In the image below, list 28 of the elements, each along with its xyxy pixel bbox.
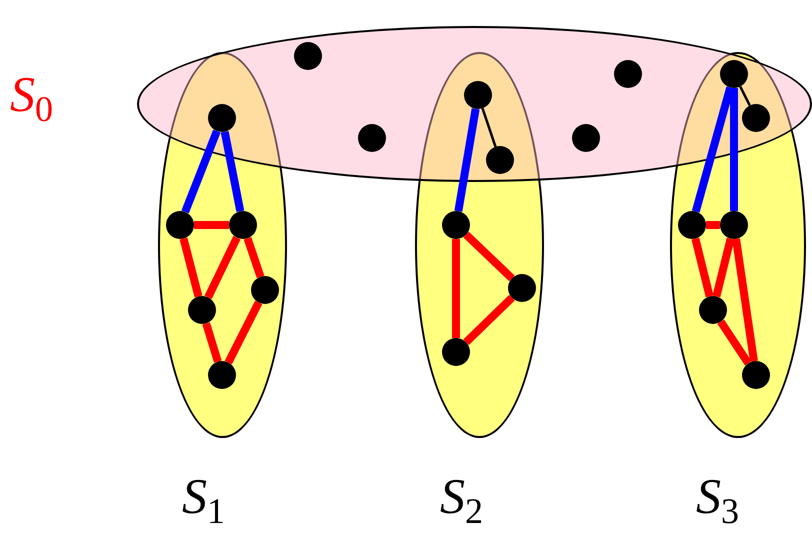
set-label: S$_{3}$ [696,467,739,526]
graph-edge [452,239,460,338]
graph-edge [181,130,221,214]
graph-edge [739,86,751,106]
graph-edge [224,300,262,364]
graph-edge [712,238,735,298]
vertex-dot [572,124,600,152]
graph-edge [454,108,480,212]
graph-edge [204,236,241,300]
graph-edge [194,221,229,229]
graph-edge [732,238,758,362]
graph-edge [706,221,720,229]
graph-edge [463,294,515,346]
vertex-dot [294,42,322,70]
graph-edge [730,88,738,211]
graph-edge [691,238,714,298]
set-label: S$_{2}$ [440,467,483,526]
vertex-dot [614,60,642,88]
set-label: S$_{1}$ [182,467,225,526]
graph-edge [717,319,752,366]
vertex-dot [358,124,386,152]
graph-edge [180,238,202,298]
graph-edge [220,130,244,212]
graph-edge [463,232,515,282]
graph-edge [481,108,497,148]
set-label: S$_{0}$ [10,65,53,124]
graph-edge [202,322,222,363]
graph-edge [244,236,264,278]
